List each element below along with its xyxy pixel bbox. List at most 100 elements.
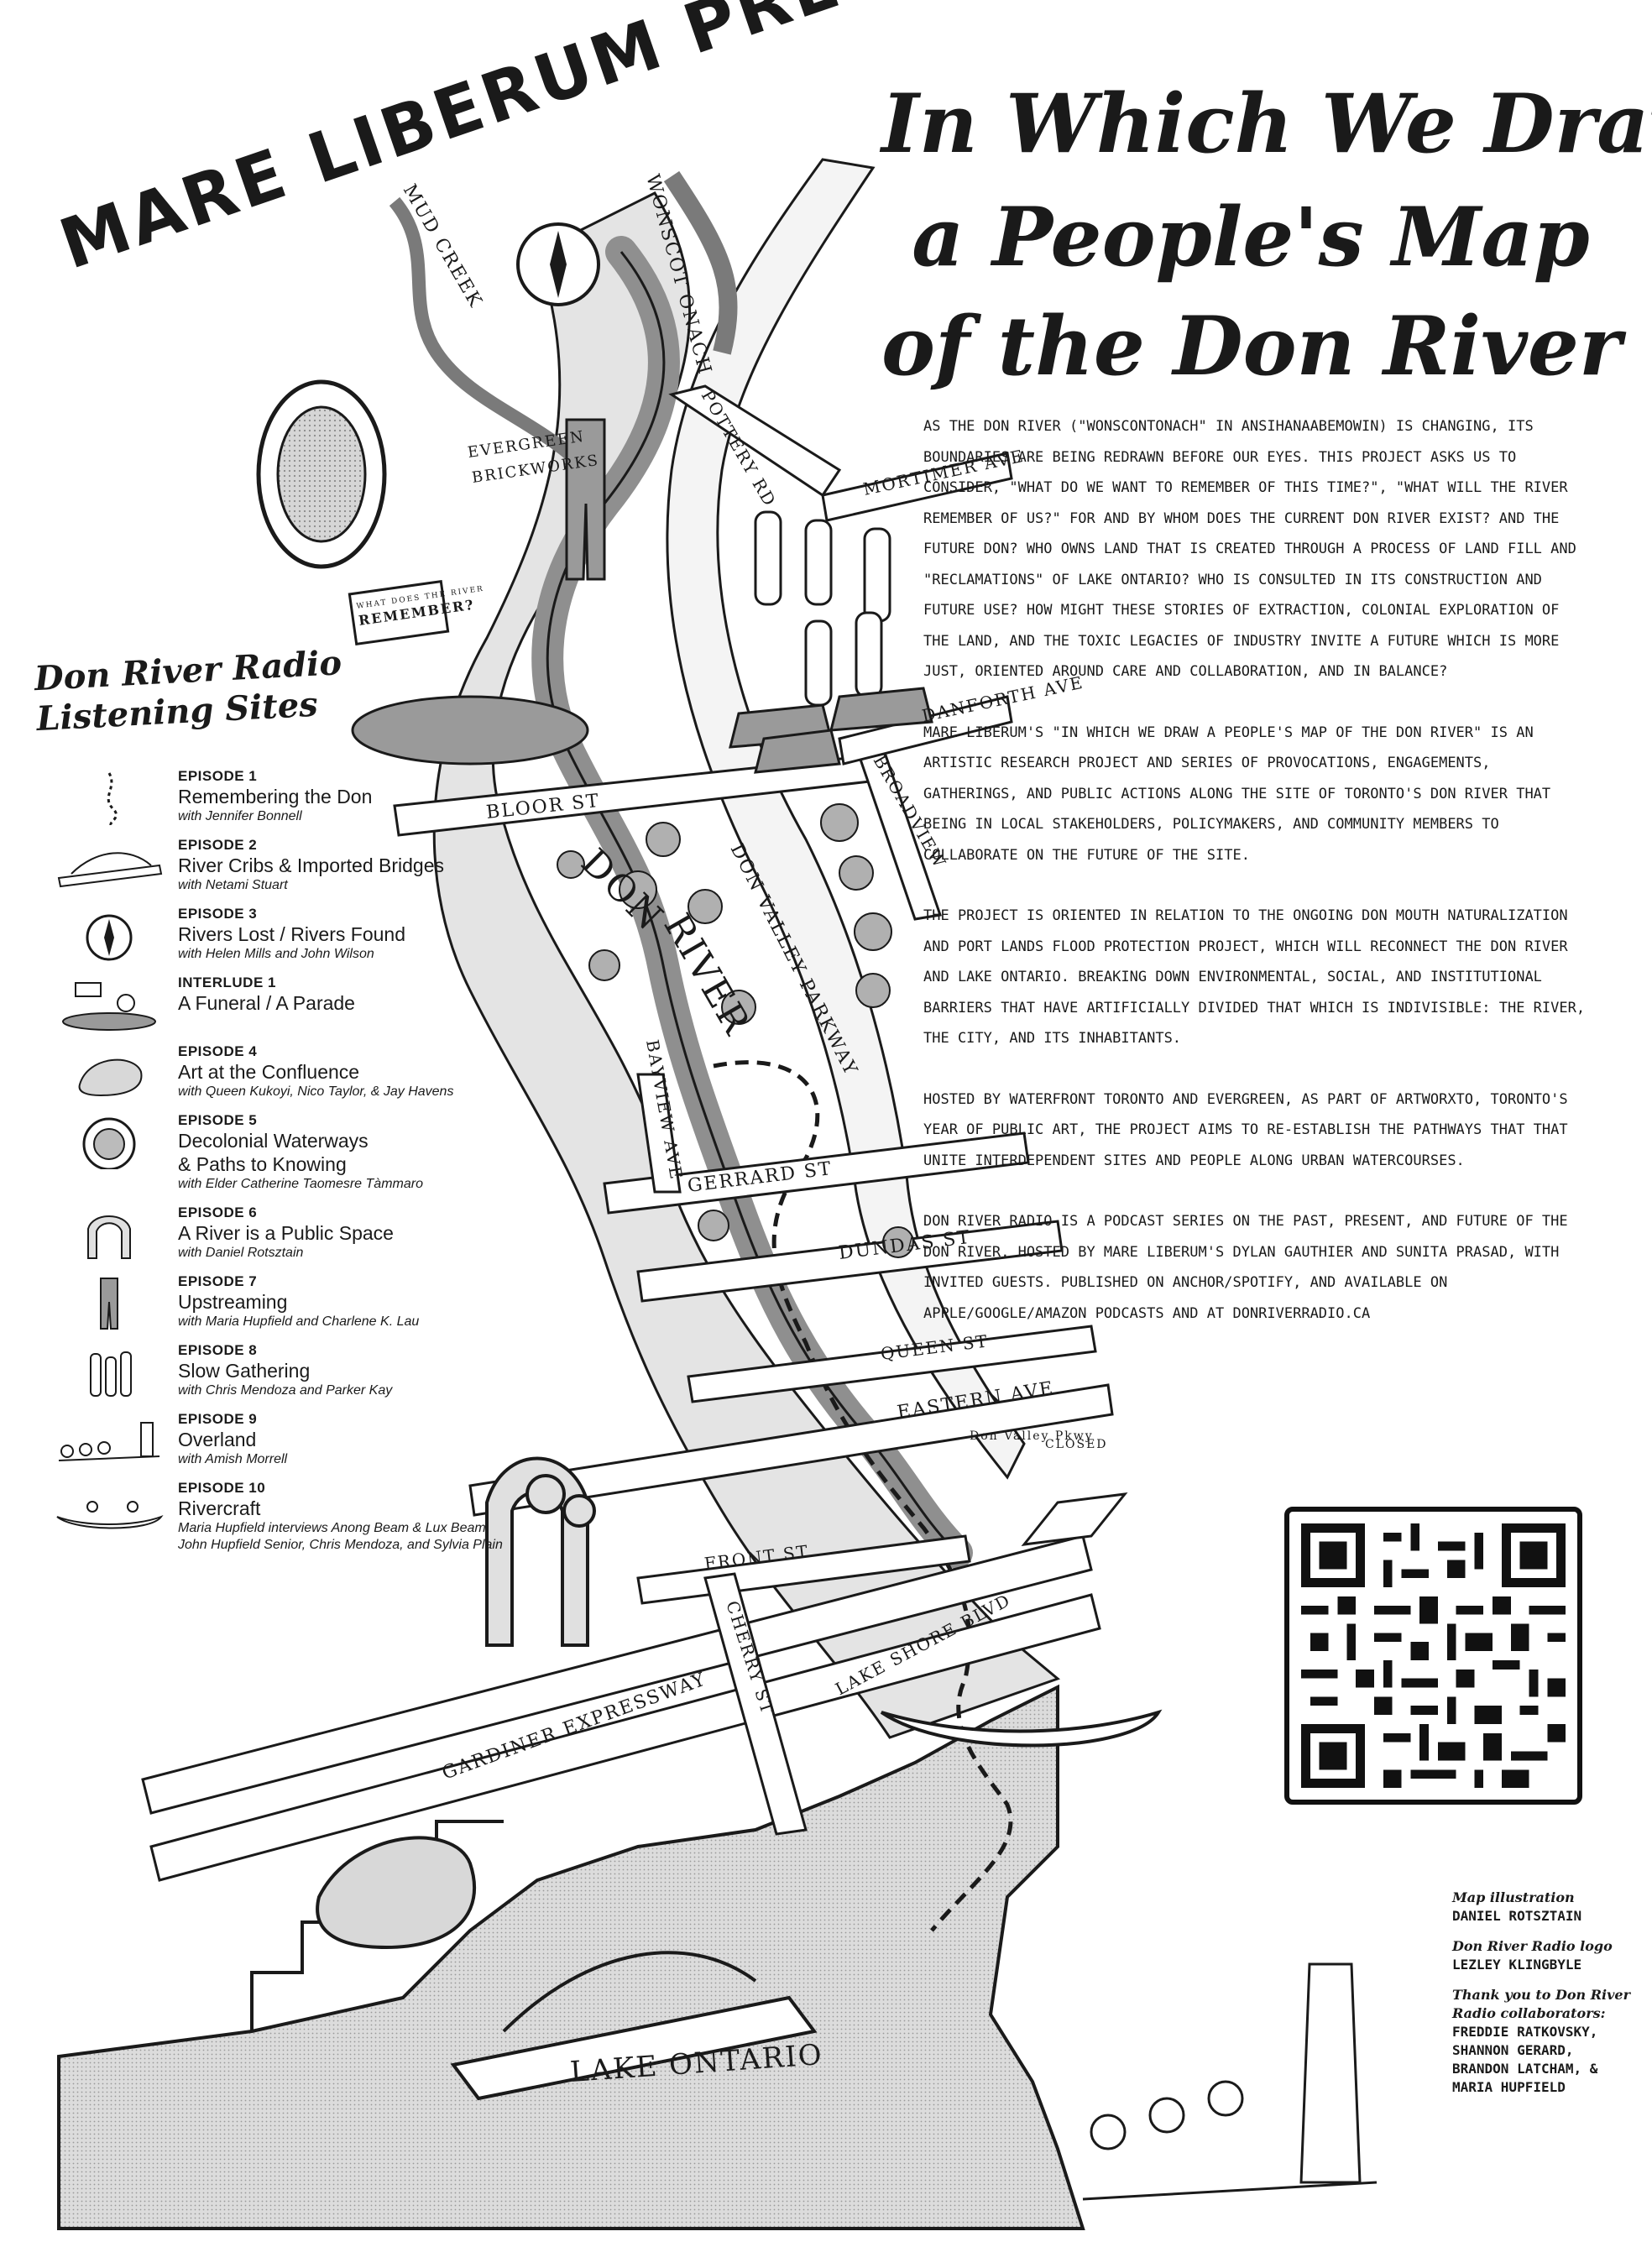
title-line-2: a People's Map (912, 190, 1590, 285)
lake-shore-blvd (149, 1593, 1101, 1882)
face-sculpture-icon (78, 1058, 143, 1097)
episode-item: EPISODE 6 A River is a Public Space with… (50, 1204, 504, 1262)
episode-number: EPISODE 8 (178, 1342, 258, 1358)
credits-map-illustration: Map illustration Daniel Rotsztain (1452, 1889, 1637, 1926)
episode-number: EPISODE 2 (178, 837, 258, 853)
credits: Map illustration Daniel Rotsztain Don Ri… (1452, 1889, 1637, 2109)
episode-title: Decolonial Waterways & Paths to Knowing (178, 1130, 369, 1175)
qr-code[interactable] (1284, 1507, 1582, 1805)
episode-title: Slow Gathering (178, 1360, 311, 1382)
episode-guest: with Maria Hupfield and Charlene K. Lau (178, 1314, 420, 1329)
parade-icon (62, 982, 156, 1031)
episode-title: Upstreaming (178, 1291, 288, 1313)
intro-paragraph: As the Don River ("Wonscontonach" in Ans… (923, 418, 1576, 680)
episode-number: EPISODE 6 (178, 1204, 258, 1220)
queen-street (687, 1325, 1097, 1403)
dogsled-icon (58, 1422, 160, 1461)
lake-ontario-area (57, 1684, 1085, 2230)
qr-code-icon (1301, 1523, 1566, 1788)
mortimer-avenue (821, 452, 1013, 522)
episode-number: EPISODE 7 (178, 1273, 258, 1289)
dotted-path-icon (107, 772, 118, 825)
episode-guest: with Jennifer Bonnell (178, 809, 302, 823)
label-closed-sign: CLOSED (1045, 1438, 1108, 1451)
episode-number: EPISODE 5 (178, 1112, 258, 1128)
episode-title: Remembering the Don (178, 786, 373, 807)
gardiner-expressway (141, 1534, 1093, 1815)
episode-number: EPISODE 9 (178, 1411, 258, 1427)
dogsled-illustration (1082, 1962, 1378, 2201)
episode-item: EPISODE 2 River Cribs & Imported Bridges… (50, 837, 504, 894)
dundas-street (636, 1220, 1064, 1303)
episode-title: A Funeral / A Parade (178, 992, 355, 1014)
pottery-road (668, 384, 842, 498)
turtle-plaque-illustration (256, 379, 387, 569)
waders-icon (100, 1278, 118, 1330)
episode-list: EPISODE 1 Remembering the Don with Jenni… (50, 768, 504, 1565)
face-sculpture-illustration (316, 1836, 476, 1950)
credits-name: Lezley Klingbyle (1452, 1957, 1582, 1973)
intro-paragraph: Hosted by Waterfront Toronto and Evergre… (923, 1090, 1568, 1169)
title-line-1: In Which We Draw (881, 76, 1652, 171)
label-dvp-sign: Don Valley Pkwy (970, 1429, 1094, 1443)
compass-icon (86, 914, 133, 961)
episode-item: EPISODE 4 Art at the Confluence with Que… (50, 1043, 504, 1100)
bayview-avenue (636, 1073, 682, 1194)
episode-guest: with Daniel Rotsztain (178, 1246, 304, 1260)
episode-guest: with Netami Stuart (178, 878, 288, 892)
walking-route (713, 1060, 1013, 1932)
public-sculpture-illustration (485, 1456, 596, 1647)
canoe-illustration (880, 1709, 1163, 1748)
episode-guest: with Queen Kukoyi, Nico Taylor, & Jay Ha… (178, 1084, 454, 1099)
compass-illustration (516, 222, 600, 306)
tree-clusters (557, 803, 914, 1258)
credits-label: Don River Radio logo (1452, 1938, 1613, 1954)
mud-creek (389, 196, 593, 475)
episode-guest: with Amish Morrell (178, 1452, 288, 1466)
episode-title: Rivercraft (178, 1497, 261, 1519)
canoe-icon (56, 1501, 164, 1529)
people-icon (90, 1351, 132, 1397)
radio-title: Don River Radio Listening Sites (34, 642, 364, 739)
stepping-stones (729, 687, 933, 774)
credits-label: Map illustration (1452, 1889, 1575, 1905)
episode-item: INTERLUDE 1 A Funeral / A Parade (50, 975, 504, 1032)
episode-guest: with Chris Mendoza and Parker Kay (178, 1383, 393, 1398)
credits-label: Thank you to Don River Radio collaborato… (1452, 1987, 1631, 2021)
people-illustration (754, 510, 891, 707)
episode-item: EPISODE 5 Decolonial Waterways & Paths t… (50, 1112, 504, 1193)
sculpture-icon (87, 1215, 131, 1259)
bridge-illustration (450, 1951, 818, 2101)
credits-name: Freddie Ratkovsky, Shannon Gerard, Brand… (1452, 2024, 1598, 2095)
cherry-street (703, 1572, 808, 1836)
episode-item: EPISODE 1 Remembering the Don with Jenni… (50, 768, 504, 825)
episode-number: INTERLUDE 1 (178, 975, 276, 990)
eastern-avenue (468, 1383, 1114, 1517)
gerrard-street (603, 1131, 1030, 1215)
episode-item: EPISODE 10 Rivercraft Maria Hupfield int… (50, 1480, 504, 1554)
intro-paragraph: The project is oriented in relation to t… (923, 907, 1586, 1047)
episode-title: River Cribs & Imported Bridges (178, 854, 444, 876)
credits-name: Daniel Rotsztain (1452, 1908, 1582, 1924)
intro-paragraph: Mare Liberum's "In Which We Draw a Peopl… (923, 724, 1551, 864)
dock-structure (1021, 1492, 1128, 1546)
don-valley-parkway (666, 158, 1026, 1480)
episode-number: EPISODE 4 (178, 1043, 258, 1059)
intro-text: As the Don River ("Wonscontonach" in Ans… (923, 411, 1587, 1359)
waders-illustration (565, 418, 606, 581)
episode-number: EPISODE 3 (178, 906, 258, 922)
bridge-icon (57, 852, 163, 888)
episode-title: Rivers Lost / Rivers Found (178, 923, 405, 945)
credits-logo: Don River Radio logo Lezley Klingbyle (1452, 1937, 1637, 1974)
credits-thanks: Thank you to Don River Radio collaborato… (1452, 1986, 1637, 2097)
protest-sign (348, 579, 450, 646)
episode-title: Art at the Confluence (178, 1061, 360, 1083)
episode-guest: with Helen Mills and John Wilson (178, 947, 374, 961)
danforth-avenue (838, 695, 1013, 766)
title-line-3: of the Don River (881, 299, 1622, 394)
episode-item: EPISODE 3 Rivers Lost / Rivers Found wit… (50, 906, 504, 963)
episode-item: EPISODE 8 Slow Gathering with Chris Mend… (50, 1342, 504, 1399)
episode-guest: Maria Hupfield interviews Anong Beam & L… (178, 1521, 503, 1552)
episode-item: EPISODE 9 Overland with Amish Morrell (50, 1411, 504, 1468)
